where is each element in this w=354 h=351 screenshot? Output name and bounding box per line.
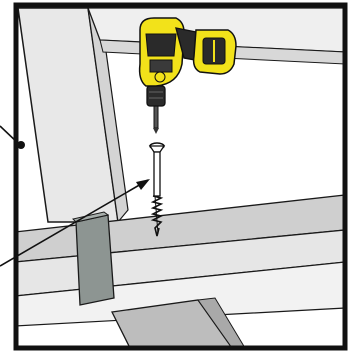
shim-block bbox=[76, 215, 114, 305]
